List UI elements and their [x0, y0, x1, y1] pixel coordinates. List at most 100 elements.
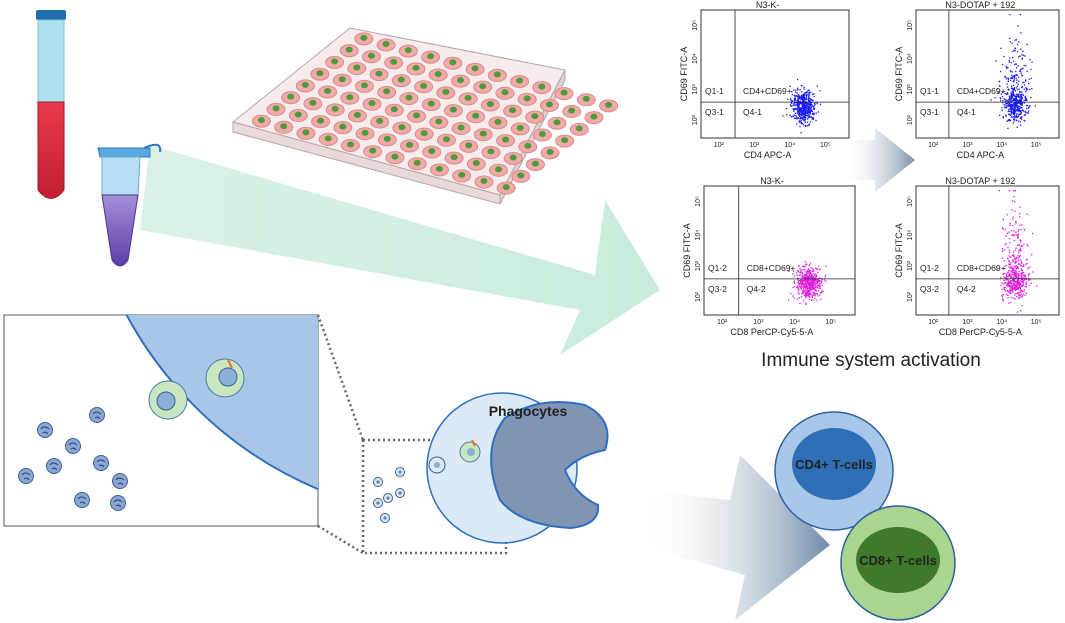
event-dot	[1015, 258, 1017, 260]
event-dot	[823, 279, 826, 281]
event-dot	[1011, 94, 1013, 96]
event-dot	[797, 104, 799, 106]
event-dot	[1009, 57, 1011, 59]
event-dot	[794, 285, 796, 288]
event-dot	[795, 89, 797, 91]
well-sample	[538, 83, 546, 90]
event-dot	[1001, 250, 1004, 252]
event-dot	[786, 114, 788, 116]
event-dot	[1020, 283, 1022, 285]
event-dot	[1015, 276, 1018, 278]
x-axis-label: CD4 APC-A	[744, 150, 792, 160]
vesicle-core	[398, 491, 402, 495]
well-sample	[502, 184, 510, 191]
event-dot	[802, 266, 805, 268]
event-dot	[1009, 41, 1011, 43]
event-dot	[1009, 274, 1011, 276]
event-dot	[1026, 43, 1028, 46]
event-dot	[1016, 107, 1019, 109]
event-dot	[809, 276, 811, 279]
y-tick-label: 10⁵	[907, 20, 914, 31]
event-dot	[1009, 99, 1011, 101]
event-dot	[788, 270, 790, 272]
event-dot	[1003, 55, 1005, 58]
event-dot	[1020, 264, 1022, 267]
event-dot	[1016, 126, 1018, 128]
well-sample	[412, 64, 420, 71]
event-dot	[1012, 279, 1014, 282]
event-dot	[1018, 96, 1020, 98]
event-dot	[1015, 221, 1017, 223]
event-dot	[1021, 98, 1023, 100]
event-dot	[1016, 110, 1018, 112]
event-dot	[808, 287, 810, 290]
event-dot	[1015, 284, 1017, 286]
event-dot	[818, 285, 820, 287]
event-dot	[806, 280, 808, 282]
nanoparticle	[37, 422, 53, 438]
event-dot	[999, 97, 1001, 99]
event-dot	[1010, 271, 1012, 273]
event-dot	[1012, 216, 1014, 218]
event-dot	[799, 115, 801, 118]
event-dot	[1020, 99, 1022, 101]
event-dot	[787, 98, 789, 101]
event-dot	[1016, 296, 1018, 298]
event-dot	[812, 112, 814, 114]
event-dot	[1018, 99, 1021, 101]
event-dot	[1020, 74, 1023, 76]
event-dot	[1017, 286, 1019, 289]
event-dot	[1031, 61, 1033, 63]
event-dot	[1014, 275, 1016, 277]
event-dot	[1016, 51, 1018, 53]
event-dot	[1005, 235, 1007, 237]
event-dot	[811, 105, 814, 107]
event-dot	[1027, 279, 1030, 281]
well-sample	[516, 124, 524, 131]
event-dot	[814, 104, 816, 106]
event-dot	[1023, 289, 1025, 291]
event-dot	[1021, 57, 1023, 59]
event-dot	[798, 102, 800, 104]
event-dot	[806, 125, 808, 127]
x-tick-label: 10⁵	[825, 319, 836, 326]
event-dot	[1019, 213, 1021, 215]
event-dot	[808, 268, 810, 271]
event-dot	[1021, 277, 1023, 279]
event-dot	[1022, 81, 1024, 84]
event-dot	[1009, 273, 1011, 275]
event-dot	[1013, 234, 1016, 236]
event-dot	[1012, 56, 1014, 59]
well-sample	[375, 70, 383, 77]
event-dot	[809, 275, 811, 277]
event-dot	[1025, 65, 1027, 67]
event-dot	[809, 288, 812, 291]
event-dot	[797, 96, 800, 99]
event-dot	[1020, 250, 1022, 252]
event-dot	[1011, 97, 1013, 99]
event-dot	[810, 279, 812, 282]
event-dot	[797, 100, 799, 102]
event-dot	[1017, 254, 1019, 257]
event-dot	[1011, 273, 1014, 276]
event-dot	[816, 286, 819, 288]
event-dot	[811, 297, 813, 299]
event-dot	[1010, 113, 1012, 115]
plot-title: N3-K-	[756, 0, 780, 10]
event-dot	[1016, 105, 1018, 107]
event-dot	[1012, 50, 1014, 53]
event-dot	[1004, 228, 1007, 230]
event-dot	[1017, 95, 1019, 98]
event-dot	[1010, 105, 1012, 107]
well-sample	[398, 124, 406, 131]
event-dot	[1014, 288, 1017, 290]
event-dot	[1021, 86, 1023, 88]
event-dot	[802, 291, 804, 293]
event-dot	[799, 96, 801, 98]
event-dot	[1025, 79, 1027, 81]
event-dot	[1004, 107, 1007, 109]
event-dot	[1009, 108, 1011, 110]
event-dot	[807, 113, 810, 115]
event-dot	[803, 115, 805, 118]
event-dot	[1016, 67, 1018, 69]
